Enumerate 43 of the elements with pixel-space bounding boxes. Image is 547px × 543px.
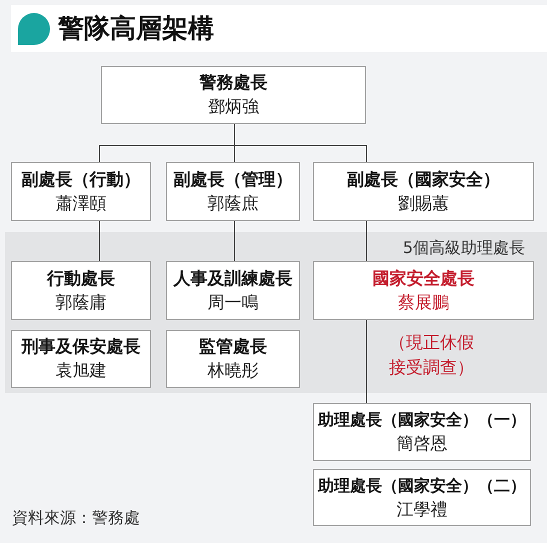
person-name: 蕭澤頤 [56, 192, 106, 216]
org-box [11, 261, 151, 320]
org-box [166, 162, 300, 221]
connector-line [234, 220, 235, 262]
position-title: 警務處長 [200, 72, 268, 95]
position-title: 監管處長 [199, 336, 267, 359]
person-name: 林曉彤 [208, 360, 258, 383]
position-title: 行動處長 [47, 268, 115, 290]
org-box [101, 66, 366, 124]
position-title: 助理處長（國家安全）（二） [318, 474, 526, 496]
group-band [5, 232, 547, 393]
person-name: 江學禮 [396, 498, 448, 522]
org-box [313, 162, 534, 221]
connector-line [234, 124, 367, 162]
position-title: 副處長（管理） [174, 168, 292, 192]
org-box [313, 403, 531, 461]
position-title: 刑事及保安處長 [22, 336, 140, 359]
person-name: 鄧炳強 [208, 96, 259, 119]
status-note: （現正休假接受調查） [389, 332, 475, 380]
person-name: 郭蔭庶 [208, 192, 258, 216]
source-note: 資料來源：警務處 [12, 507, 140, 529]
group-label: 5個高級助理處長 [402, 237, 525, 259]
position-title: 助理處長（國家安全）（一） [318, 409, 526, 431]
position-title: 副處長（行動） [22, 168, 140, 192]
org-box [11, 162, 151, 221]
person-name: 劉賜蕙 [398, 192, 449, 216]
connector-line [366, 320, 367, 404]
person-name: 袁旭建 [56, 360, 106, 383]
position-title: 人事及訓練處長 [174, 268, 292, 290]
connector-line [99, 220, 100, 262]
org-box [11, 330, 151, 388]
position-title: 國家安全處長 [372, 268, 474, 290]
org-box [166, 330, 300, 388]
org-box [166, 261, 300, 320]
page-title: 警隊高層架構 [58, 13, 214, 45]
org-box [313, 469, 531, 526]
person-name: 周一鳴 [208, 292, 258, 314]
connector-line [366, 220, 367, 262]
person-name: 郭蔭庸 [56, 292, 106, 314]
person-name: 簡啓恩 [396, 433, 448, 456]
position-title: 副處長（國家安全） [347, 168, 500, 192]
org-box [313, 261, 534, 320]
person-name: 蔡展鵬 [398, 292, 449, 314]
